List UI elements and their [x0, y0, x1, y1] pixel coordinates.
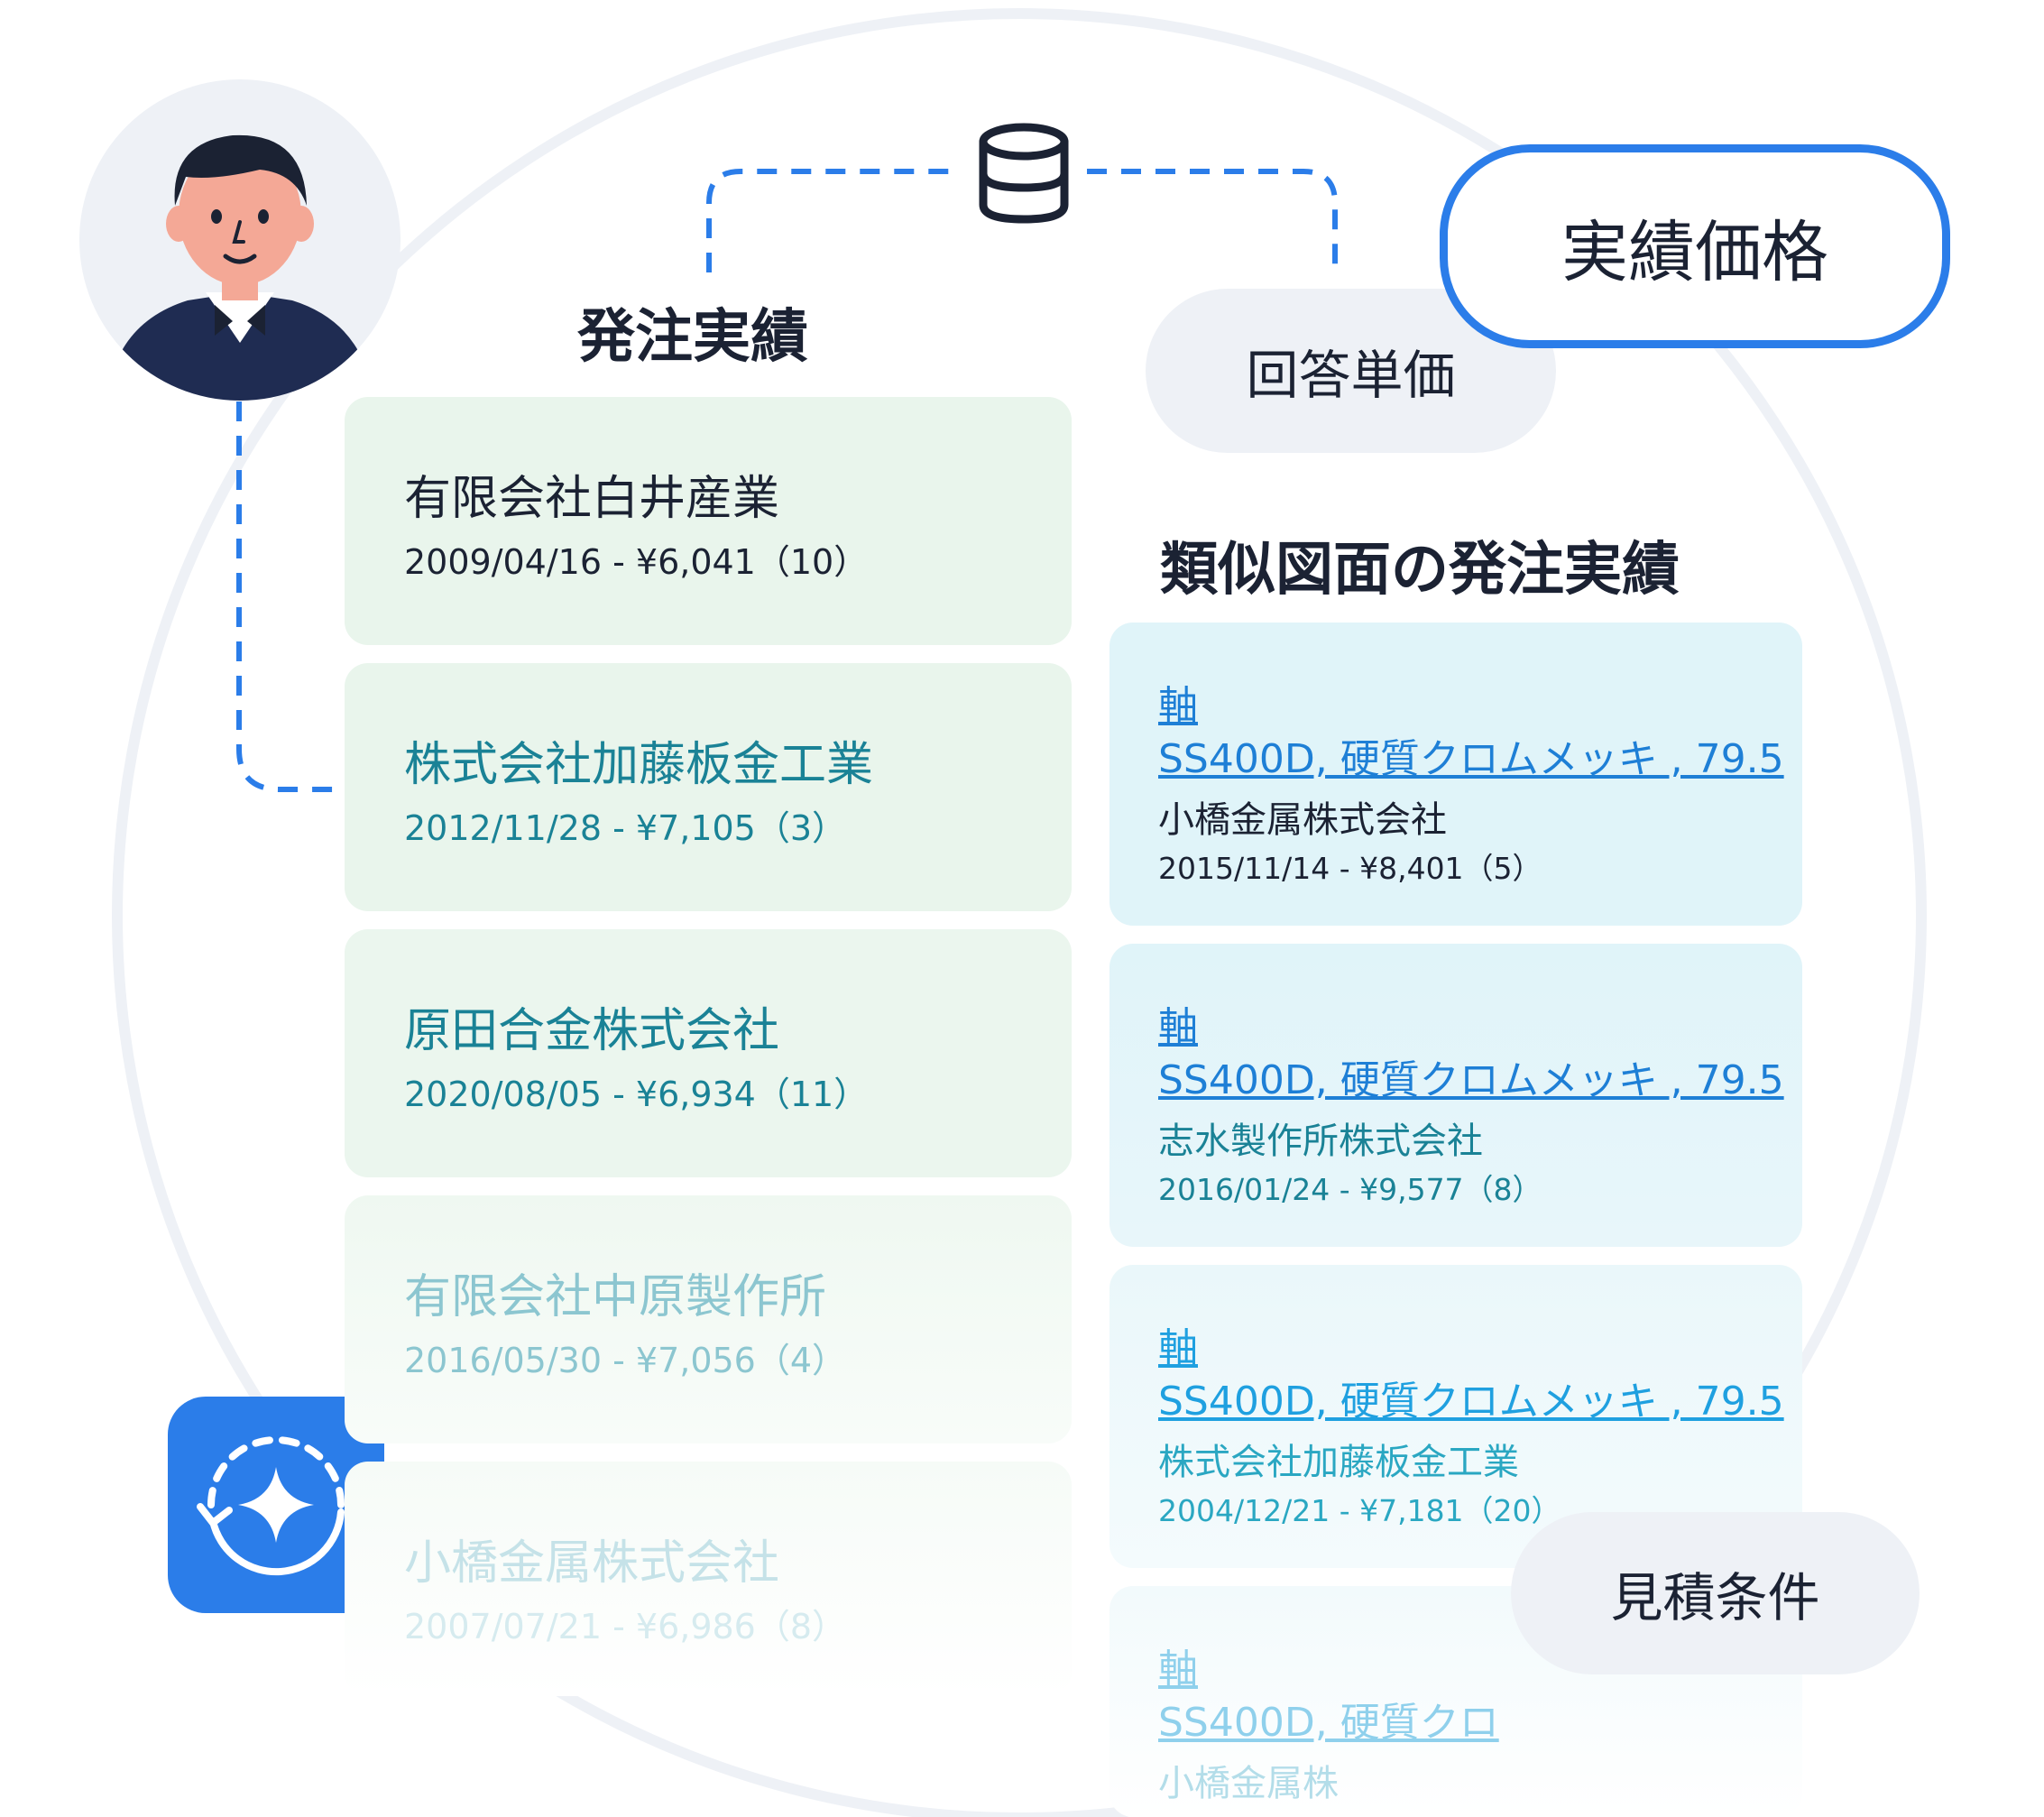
similar-card: 軸 SS400D, 硬質クロムメッキ , 79.5 小橋金属株式会社 2015/… — [1109, 623, 1802, 926]
order-detail: 2009/04/16 - ¥6,041（10） — [404, 542, 869, 582]
order-company: 有限会社中原製作所 — [404, 1270, 827, 1324]
similar-card: 軸 SS400D, 硬質クロムメッキ , 79.5 志水製作所株式会社 2016… — [1109, 944, 1802, 1247]
order-detail: 2007/07/21 - ¥6,986（8） — [404, 1607, 847, 1646]
similar-name-link[interactable]: 軸 — [1158, 1646, 1198, 1692]
order-detail: 2016/05/30 - ¥7,056（4） — [404, 1341, 847, 1380]
orders-heading: 発注実績 — [577, 304, 808, 371]
answer-price-label: 回答単価 — [1246, 345, 1456, 406]
similar-name-link[interactable]: 軸 — [1158, 1004, 1198, 1050]
similar-spec-link[interactable]: SS400D, 硬質クロムメッキ , 79.5 — [1158, 736, 1784, 782]
similar-card: 軸 SS400D, 硬質クロムメッキ , 79.5 株式会社加藤板金工業 200… — [1109, 1265, 1802, 1568]
similar-detail: 2004/12/21 - ¥7,181（20） — [1158, 1493, 1561, 1528]
similar-heading: 類似図面の発注実績 — [1160, 537, 1680, 604]
order-card: 有限会社中原製作所 2016/05/30 - ¥7,056（4） — [345, 1195, 1072, 1443]
actual-price-pill: 実績価格 — [1440, 144, 1950, 348]
avatar — [79, 79, 401, 401]
similar-detail: 2016/01/24 - ¥9,577（8） — [1158, 1172, 1542, 1207]
similar-name-link[interactable]: 軸 — [1158, 1325, 1198, 1371]
order-detail: 2012/11/28 - ¥7,105（3） — [404, 808, 847, 848]
conditions-pill: 見積条件 — [1511, 1512, 1920, 1674]
conditions-label: 見積条件 — [1610, 1567, 1820, 1628]
order-company: 有限会社白井産業 — [404, 472, 780, 526]
actual-price-label: 実績価格 — [1561, 213, 1828, 291]
sparkle-refresh-icon — [197, 1436, 345, 1576]
order-company: 株式会社加藤板金工業 — [404, 738, 874, 792]
similar-company: 株式会社加藤板金工業 — [1158, 1442, 1519, 1483]
similar-spec-link[interactable]: SS400D, 硬質クロ — [1158, 1700, 1499, 1746]
database-icon — [979, 123, 1069, 224]
connector-db-left — [706, 169, 961, 272]
order-card: 原田合金株式会社 2020/08/05 - ¥6,934（11） — [345, 929, 1072, 1177]
answer-price-pill: 回答単価 — [1146, 289, 1556, 453]
similar-name-link[interactable]: 軸 — [1158, 683, 1198, 729]
similar-detail: 2015/11/14 - ¥8,401（5） — [1158, 851, 1542, 886]
similar-company: 小橋金属株 — [1158, 1763, 1339, 1804]
similar-spec-link[interactable]: SS400D, 硬質クロムメッキ , 79.5 — [1158, 1379, 1784, 1425]
connector-avatar-card — [236, 401, 352, 792]
similar-company: 小橋金属株式会社 — [1158, 799, 1447, 841]
order-card: 株式会社加藤板金工業 2012/11/28 - ¥7,105（3） — [345, 663, 1072, 911]
similar-company: 志水製作所株式会社 — [1158, 1121, 1483, 1162]
order-company: 小橋金属株式会社 — [404, 1536, 780, 1591]
similar-spec-link[interactable]: SS400D, 硬質クロムメッキ , 79.5 — [1158, 1057, 1784, 1103]
order-card: 有限会社白井産業 2009/04/16 - ¥6,041（10） — [345, 397, 1072, 645]
order-card: 小橋金属株式会社 2007/07/21 - ¥6,986（8） — [345, 1462, 1072, 1696]
connector-db-right — [1087, 169, 1338, 272]
order-detail: 2020/08/05 - ¥6,934（11） — [404, 1075, 869, 1114]
order-company: 原田合金株式会社 — [404, 1004, 780, 1058]
